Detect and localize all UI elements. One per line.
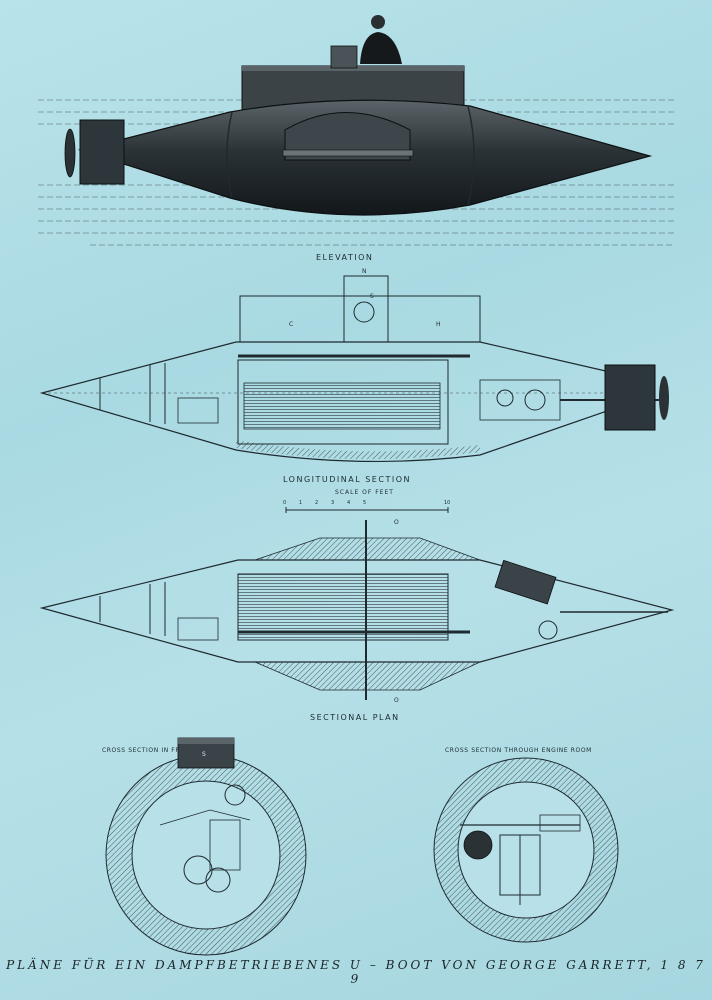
letter-o-bottom: O [394, 697, 399, 704]
sectional-plan-drawing: O O SECTIONAL PLAN [39, 519, 675, 722]
cross-boiler-label: CROSS SECTION IN FRONT OF BEILER [102, 747, 234, 754]
letter-c: C [289, 321, 293, 328]
caption: PLÄNE FÜR EIN DAMPFBETRIEBENES U – BOOT … [6, 958, 706, 986]
longitudinal-section-drawing: N C H S LONGITUDINAL SECTION [39, 268, 669, 484]
scale-tick-0: 0 [283, 500, 286, 506]
scale-tick-4: 4 [347, 500, 350, 506]
scale-of-feet: SCALE OF FEET 0 1 2 3 4 5 10 [283, 489, 450, 513]
submarine-hull-elevation [64, 15, 653, 216]
elevation-drawing: ELEVATION [38, 15, 675, 262]
elevation-label: ELEVATION [316, 253, 373, 262]
scale-tick-3: 3 [331, 500, 334, 506]
cross-engine-label: CROSS SECTION THROUGH ENGINE ROOM [445, 747, 592, 754]
scale-tick-1: 1 [299, 500, 302, 506]
scale-tick-2: 2 [315, 500, 318, 506]
scale-tick-10: 10 [444, 500, 450, 506]
scale-tick-5: 5 [363, 500, 366, 506]
scale-title: SCALE OF FEET [335, 489, 394, 496]
cross-section-engine-drawing: CROSS SECTION THROUGH ENGINE ROOM [433, 747, 619, 943]
letter-s-2: S [202, 751, 206, 758]
letter-h: H [436, 321, 441, 328]
longitudinal-section-label: LONGITUDINAL SECTION [283, 475, 411, 484]
letter-n: N [362, 268, 367, 275]
letter-o-top: O [394, 519, 399, 526]
letter-s: S [370, 293, 374, 300]
sectional-plan-label: SECTIONAL PLAN [310, 713, 400, 722]
cross-section-boiler-drawing: CROSS SECTION IN FRONT OF BEILER S [102, 737, 307, 956]
